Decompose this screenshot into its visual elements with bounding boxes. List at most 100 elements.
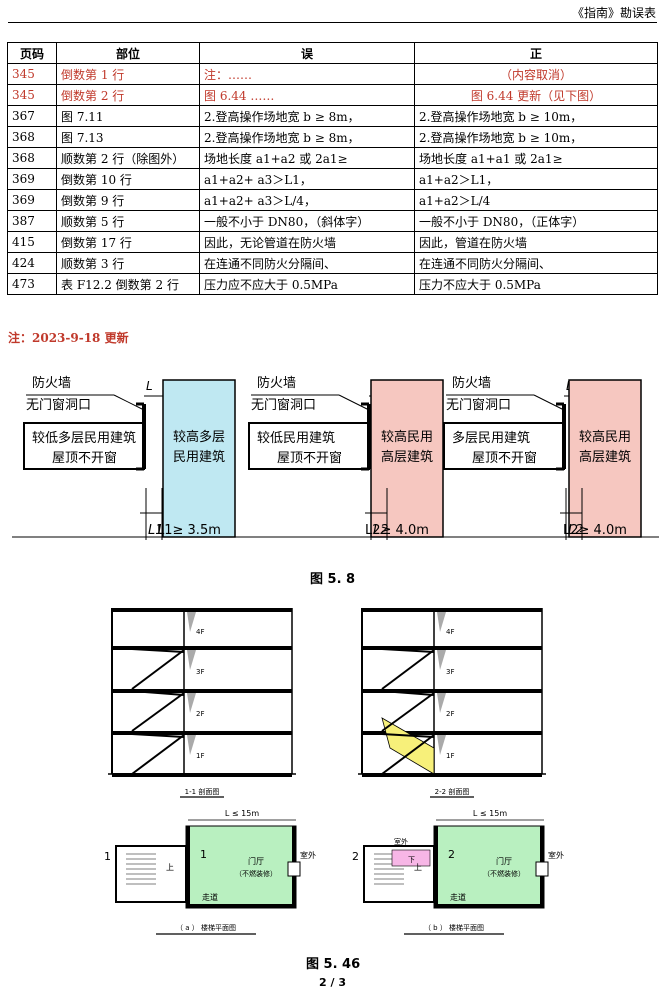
col-wrong-header: 误 bbox=[199, 42, 415, 64]
beam-shade bbox=[437, 735, 446, 755]
beam-shade bbox=[187, 693, 196, 713]
update-note: 注：2023-9-18 更新 bbox=[8, 331, 129, 345]
stair-flight-b bbox=[131, 690, 185, 696]
stair-flight-b bbox=[381, 733, 435, 738]
table-cell-page: 345 bbox=[7, 63, 57, 85]
table-cell-right: 图 6.44 更新（见下图） bbox=[414, 84, 658, 106]
floor-slab bbox=[362, 646, 542, 650]
floor-slab bbox=[362, 608, 542, 612]
beam-shade bbox=[187, 650, 196, 670]
beam-shade bbox=[187, 612, 196, 632]
low-building-label: 多层民用建筑 bbox=[452, 430, 530, 446]
fire-wall-label: 防火墙 bbox=[452, 375, 491, 391]
table-cell-part: 倒数第 2 行 bbox=[56, 84, 200, 106]
floor-label: 1F bbox=[446, 752, 454, 760]
outdoor-label: 室外 bbox=[300, 850, 316, 860]
plan-title: （ a ） 楼梯平面图 bbox=[176, 923, 236, 932]
floor-label: 3F bbox=[446, 668, 454, 676]
page-header: 《指南》勘误表 bbox=[571, 6, 656, 20]
fire-wall-label: 防火墙 bbox=[257, 375, 296, 391]
stair-flight bbox=[131, 734, 185, 775]
floor-label: 4F bbox=[446, 628, 454, 636]
table-cell-right: 场地长度 a1+a1 或 2a1≥ bbox=[414, 147, 658, 169]
cut-label-outer: 1 bbox=[104, 850, 111, 863]
opening-label: 无门窗洞口 bbox=[446, 397, 511, 413]
roof-label: 屋顶不开窗 bbox=[52, 450, 117, 466]
dim-label: L ≤ 15m bbox=[225, 809, 259, 818]
floor-label: 4F bbox=[196, 628, 204, 636]
col-right-header: 正 bbox=[414, 42, 658, 64]
dim-label: L2 bbox=[568, 523, 584, 538]
table-cell-right: a1+a2＞L/4 bbox=[414, 189, 658, 211]
table-cell-wrong: 在连通不同防火分隔间、 bbox=[199, 252, 415, 274]
table-cell-part: 顺数第 2 行（除图外） bbox=[56, 147, 200, 169]
table-cell-right: 压力不应大于 0.5MPa bbox=[414, 273, 658, 295]
floor-slab bbox=[362, 689, 542, 693]
stair-flight-b bbox=[131, 733, 185, 738]
roof-label: 屋顶不开窗 bbox=[277, 450, 342, 466]
table-cell-wrong: 图 6.44 …… bbox=[199, 84, 415, 106]
outdoor-label: 室外 bbox=[548, 850, 564, 860]
low-building bbox=[443, 422, 565, 470]
opening-label: 无门窗洞口 bbox=[251, 397, 316, 413]
dim-label: L2 bbox=[373, 523, 389, 538]
table-cell-right: 2.登高操作场地宽 b ≥ 10m， bbox=[414, 126, 658, 148]
table-cell-wrong: 注：…… bbox=[199, 63, 415, 85]
col-part-header: 部位 bbox=[56, 42, 200, 64]
table-cell-page: 368 bbox=[7, 147, 57, 169]
high-building-label-2: 高层建筑 bbox=[381, 449, 433, 465]
table-cell-wrong: 场地长度 a1+a2 或 2a1≥ bbox=[199, 147, 415, 169]
floor-label: 3F bbox=[196, 668, 204, 676]
fig58-panel-2: 防火墙无门窗洞口较低民用建筑屋顶不开窗L较高民用高层建筑L2L2≥ 4.0m bbox=[237, 375, 461, 540]
table-cell-wrong: 2.登高操作场地宽 b ≥ 8m， bbox=[199, 105, 415, 127]
condition-label: L2≥ 4.0m bbox=[563, 523, 627, 538]
table-cell-right: 在连通不同防火分隔间、 bbox=[414, 252, 658, 274]
table-cell-right: 因此，管道在防火墙 bbox=[414, 231, 658, 253]
fire-wall-label: 防火墙 bbox=[32, 375, 71, 391]
opening-label: 无门窗洞口 bbox=[26, 397, 91, 413]
floor-label: 2F bbox=[446, 710, 454, 718]
high-building bbox=[370, 379, 444, 538]
stair-flight bbox=[131, 649, 185, 690]
leader-1b bbox=[533, 394, 565, 411]
beam-shade bbox=[437, 650, 446, 670]
roof-label: 屋顶不开窗 bbox=[472, 450, 537, 466]
leader-1b bbox=[113, 394, 145, 411]
table-cell-part: 倒数第 9 行 bbox=[56, 189, 200, 211]
hall-note: （不燃装修） bbox=[235, 869, 277, 878]
stair-flight bbox=[381, 649, 435, 690]
high-building bbox=[568, 379, 642, 538]
dim-label: L ≤ 15m bbox=[473, 809, 507, 818]
stair-flight bbox=[381, 692, 435, 732]
cut-label-outer: 2 bbox=[352, 850, 359, 863]
table-cell-right: 2.登高操作场地宽 b ≥ 10m， bbox=[414, 105, 658, 127]
stair-flight-b bbox=[381, 648, 435, 653]
floor-label: 1F bbox=[196, 752, 204, 760]
section-2: 4F 3F 2F 1F 2-2 剖面图 bbox=[358, 608, 546, 798]
table-cell-page: 369 bbox=[7, 189, 57, 211]
header-rule bbox=[8, 22, 657, 23]
table-cell-part: 顺数第 3 行 bbox=[56, 252, 200, 274]
table-cell-page: 424 bbox=[7, 252, 57, 274]
outdoor-label-left: 室外 bbox=[394, 837, 408, 846]
floor-slab bbox=[362, 773, 542, 777]
table-cell-part: 图 7.13 bbox=[56, 126, 200, 148]
table-cell-part: 表 F12.2 倒数第 2 行 bbox=[56, 273, 200, 295]
floor-slab bbox=[112, 646, 292, 650]
table-cell-wrong: a1+a2+ a3＞L/4， bbox=[199, 189, 415, 211]
L-label: L bbox=[146, 379, 153, 393]
hall-wall-left bbox=[186, 826, 190, 908]
table-cell-page: 368 bbox=[7, 126, 57, 148]
up-label: 上 bbox=[166, 863, 174, 872]
door bbox=[535, 861, 549, 877]
section-title: 2-2 剖面图 bbox=[435, 787, 470, 796]
